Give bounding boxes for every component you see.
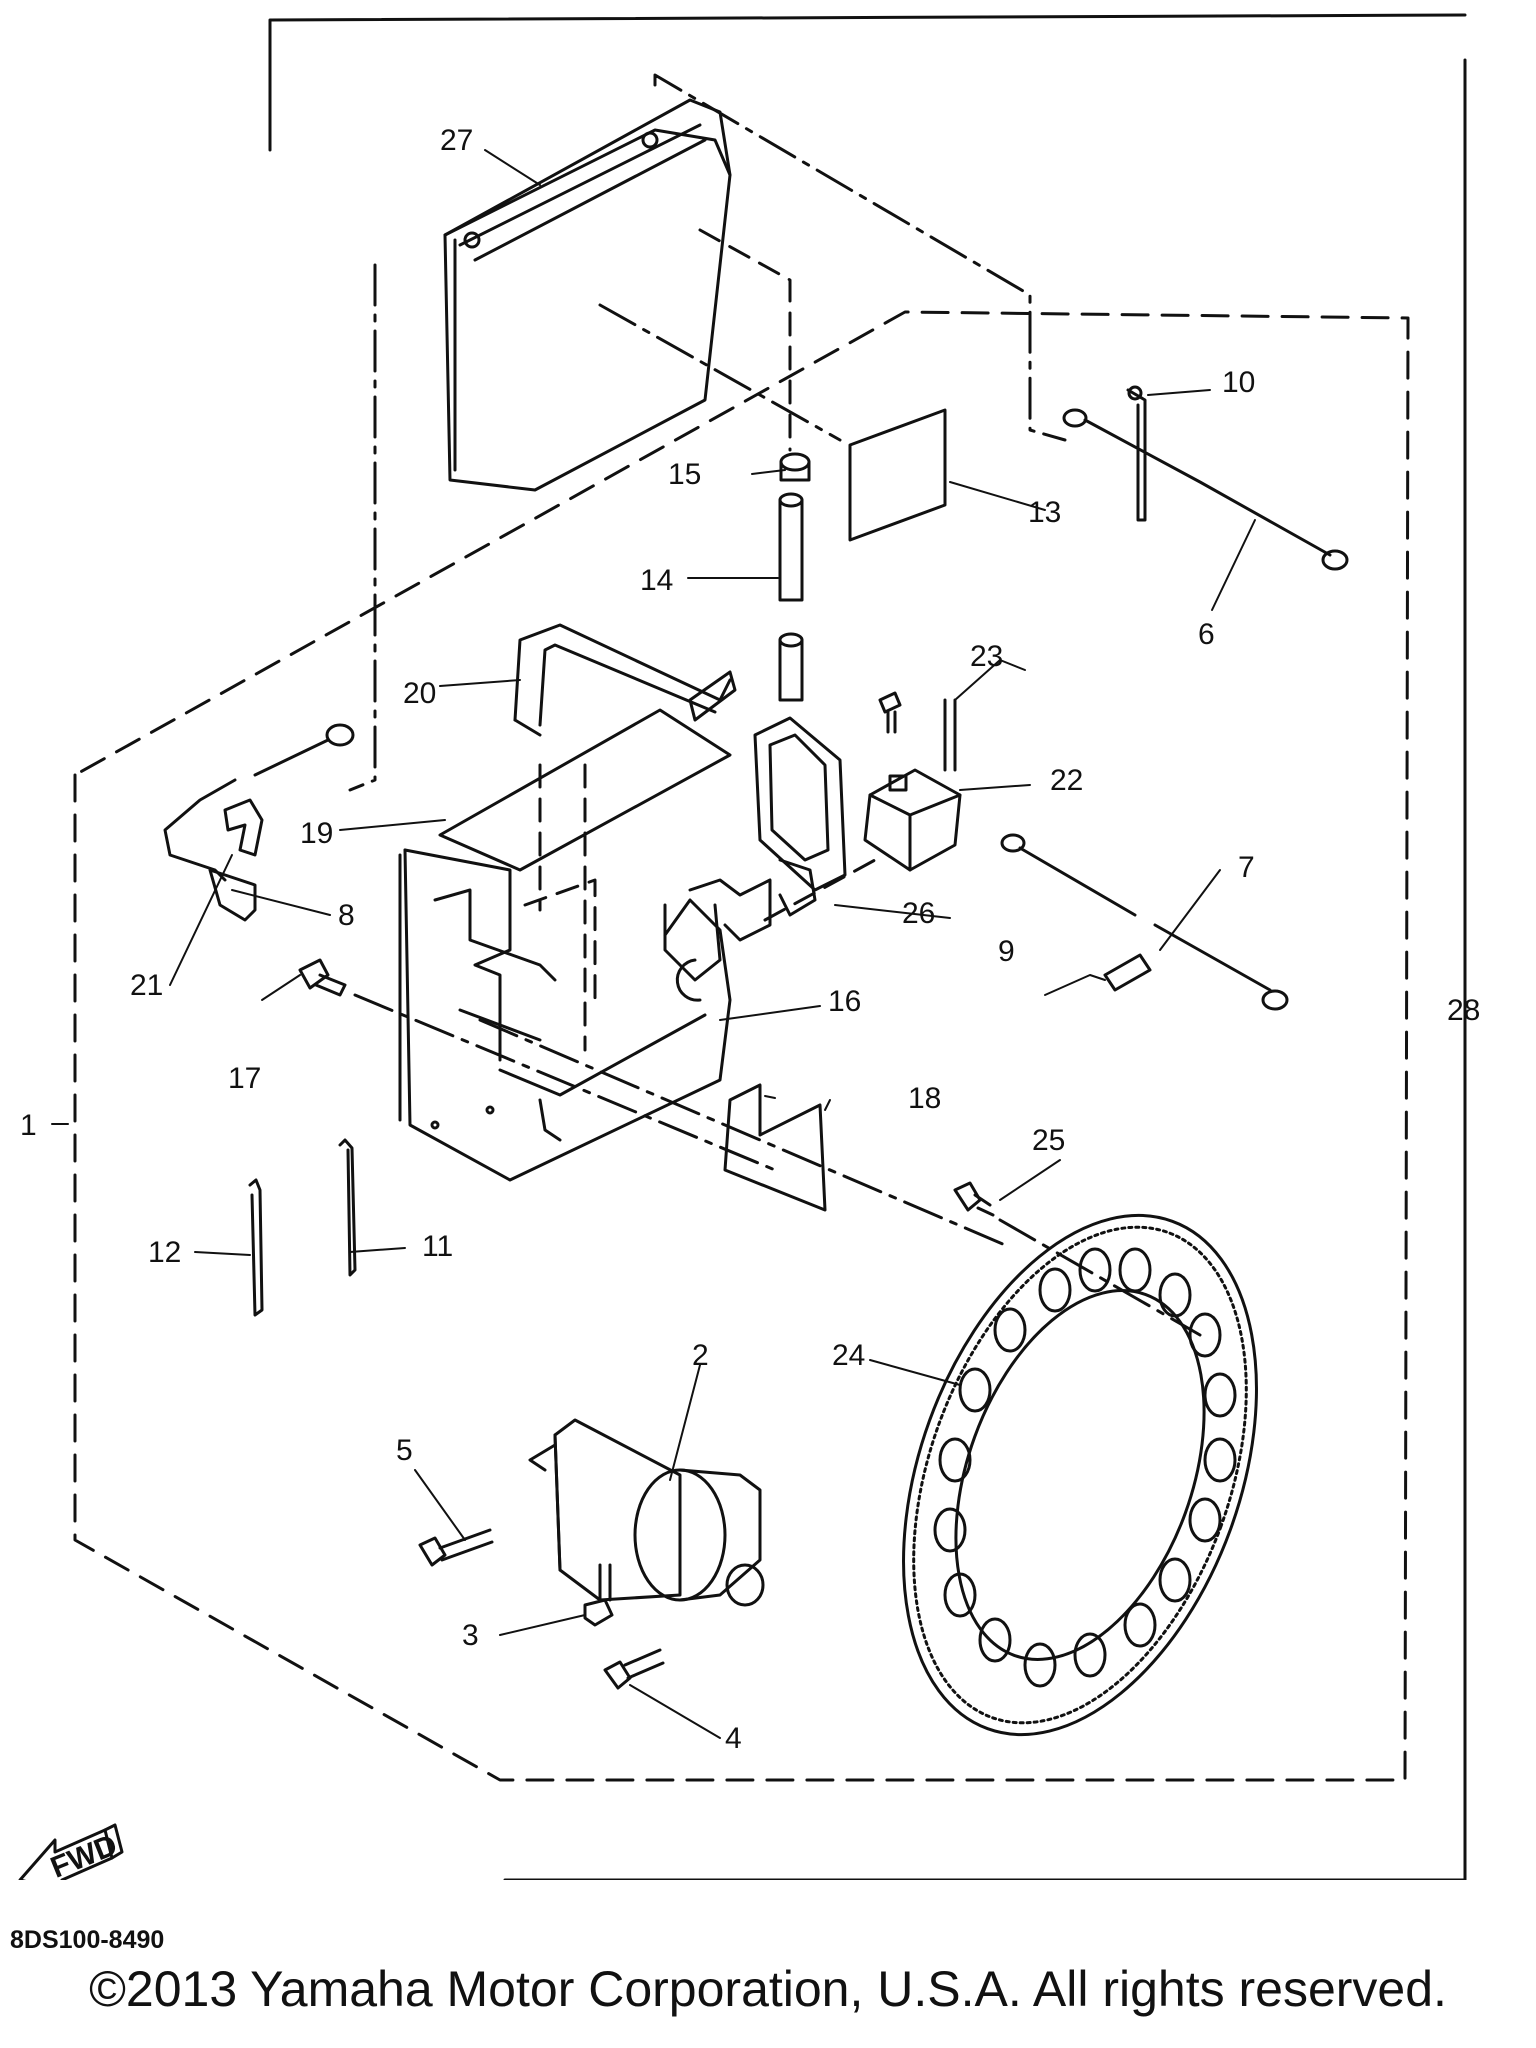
battery-leader	[653, 73, 1067, 442]
battery-strap-20	[513, 623, 737, 737]
box-center-leader	[478, 1018, 1007, 1247]
callout-6: 6	[1198, 618, 1215, 651]
plate-18	[723, 1083, 827, 1212]
callout-10: 10	[1222, 366, 1255, 399]
callout-8: 8	[338, 899, 355, 932]
fwd-arrow-icon	[18, 1823, 124, 1880]
callout-11: 11	[422, 1230, 453, 1263]
bolt-17	[298, 958, 347, 997]
cover-leader-dashed	[763, 858, 877, 922]
callout-28: 28	[1447, 994, 1480, 1027]
kit-boundary-28	[268, 13, 1467, 152]
lead-holder-9	[1103, 953, 1152, 992]
exploded-parts-diagram: 27 15 13 14 10 6 20 23 22 19 7 8 26 9 21…	[18, 13, 1480, 1880]
assembly-boundary-1	[73, 310, 1410, 1782]
ring-gear-holes	[933, 1247, 1237, 1688]
callout-4: 4	[725, 1722, 742, 1755]
kit-boundary-28-right	[503, 58, 1467, 1880]
callout-22: 22	[1050, 764, 1083, 797]
pad-13	[848, 408, 947, 542]
starter-relay-22	[863, 698, 962, 872]
breather-tube-14	[778, 492, 804, 702]
bolt-4	[603, 1648, 665, 1690]
callout-3: 3	[462, 1619, 479, 1652]
battery-lead-7	[1000, 833, 1289, 1011]
callout-18: 18	[908, 1082, 941, 1115]
callout-17: 17	[228, 1062, 261, 1095]
box-leader-dashed	[523, 878, 597, 1007]
bolt-17-leader	[353, 993, 777, 1172]
callout-26: 26	[902, 897, 935, 930]
callout-15: 15	[668, 458, 701, 491]
callout-21: 21	[130, 969, 163, 1002]
starter-motor-2	[528, 1418, 765, 1607]
callout-16: 16	[828, 985, 861, 1018]
lead-21	[163, 723, 355, 922]
battery-lead-6	[1062, 408, 1349, 571]
cable-tie-11	[338, 1138, 357, 1277]
bolt-5	[418, 1528, 494, 1567]
callout-27: 27	[440, 124, 473, 157]
diagram-code: 8DS100-8490	[10, 1926, 165, 1954]
battery-leader-pad	[598, 303, 842, 442]
bolt-25-leader	[998, 1218, 1202, 1337]
callout-13: 13	[1028, 496, 1061, 529]
copyright-notice: ©2013 Yamaha Motor Corporation, U.S.A. A…	[89, 1961, 1447, 2017]
ring-gear-24	[902, 1213, 1258, 1737]
callout-20: 20	[403, 677, 436, 710]
callout-9: 9	[998, 935, 1015, 968]
bracket-8	[223, 798, 264, 857]
nut-3	[583, 1598, 614, 1627]
callout-19: 19	[300, 817, 333, 850]
fwd-label: FWD	[46, 1829, 122, 1880]
battery-cover-19	[438, 708, 732, 872]
callout-23: 23	[970, 640, 1003, 673]
box-bracket	[688, 878, 772, 942]
battery-27	[443, 98, 732, 492]
callout-14: 14	[640, 564, 673, 597]
bolt-25	[953, 1181, 995, 1217]
rubber-cover-26	[753, 716, 847, 917]
callout-24: 24	[832, 1339, 865, 1372]
callout-5: 5	[396, 1434, 413, 1467]
callout-labels: 27 15 13 14 10 6 20 23 22 19 7 8 26 9 21…	[20, 124, 1480, 1880]
clamp-15	[779, 452, 811, 482]
battery-box-16	[398, 848, 732, 1182]
callout-12: 12	[148, 1236, 181, 1269]
battery-leader-left	[348, 263, 377, 792]
cable-tie-12	[248, 1178, 264, 1317]
callout-1: 1	[20, 1109, 37, 1142]
callout-7: 7	[1238, 851, 1255, 884]
cable-tie-10	[1126, 385, 1147, 522]
bolt-23	[878, 691, 902, 734]
battery-leader-tube	[698, 228, 792, 452]
callout-25: 25	[1032, 1124, 1065, 1157]
callout-2: 2	[692, 1339, 709, 1372]
